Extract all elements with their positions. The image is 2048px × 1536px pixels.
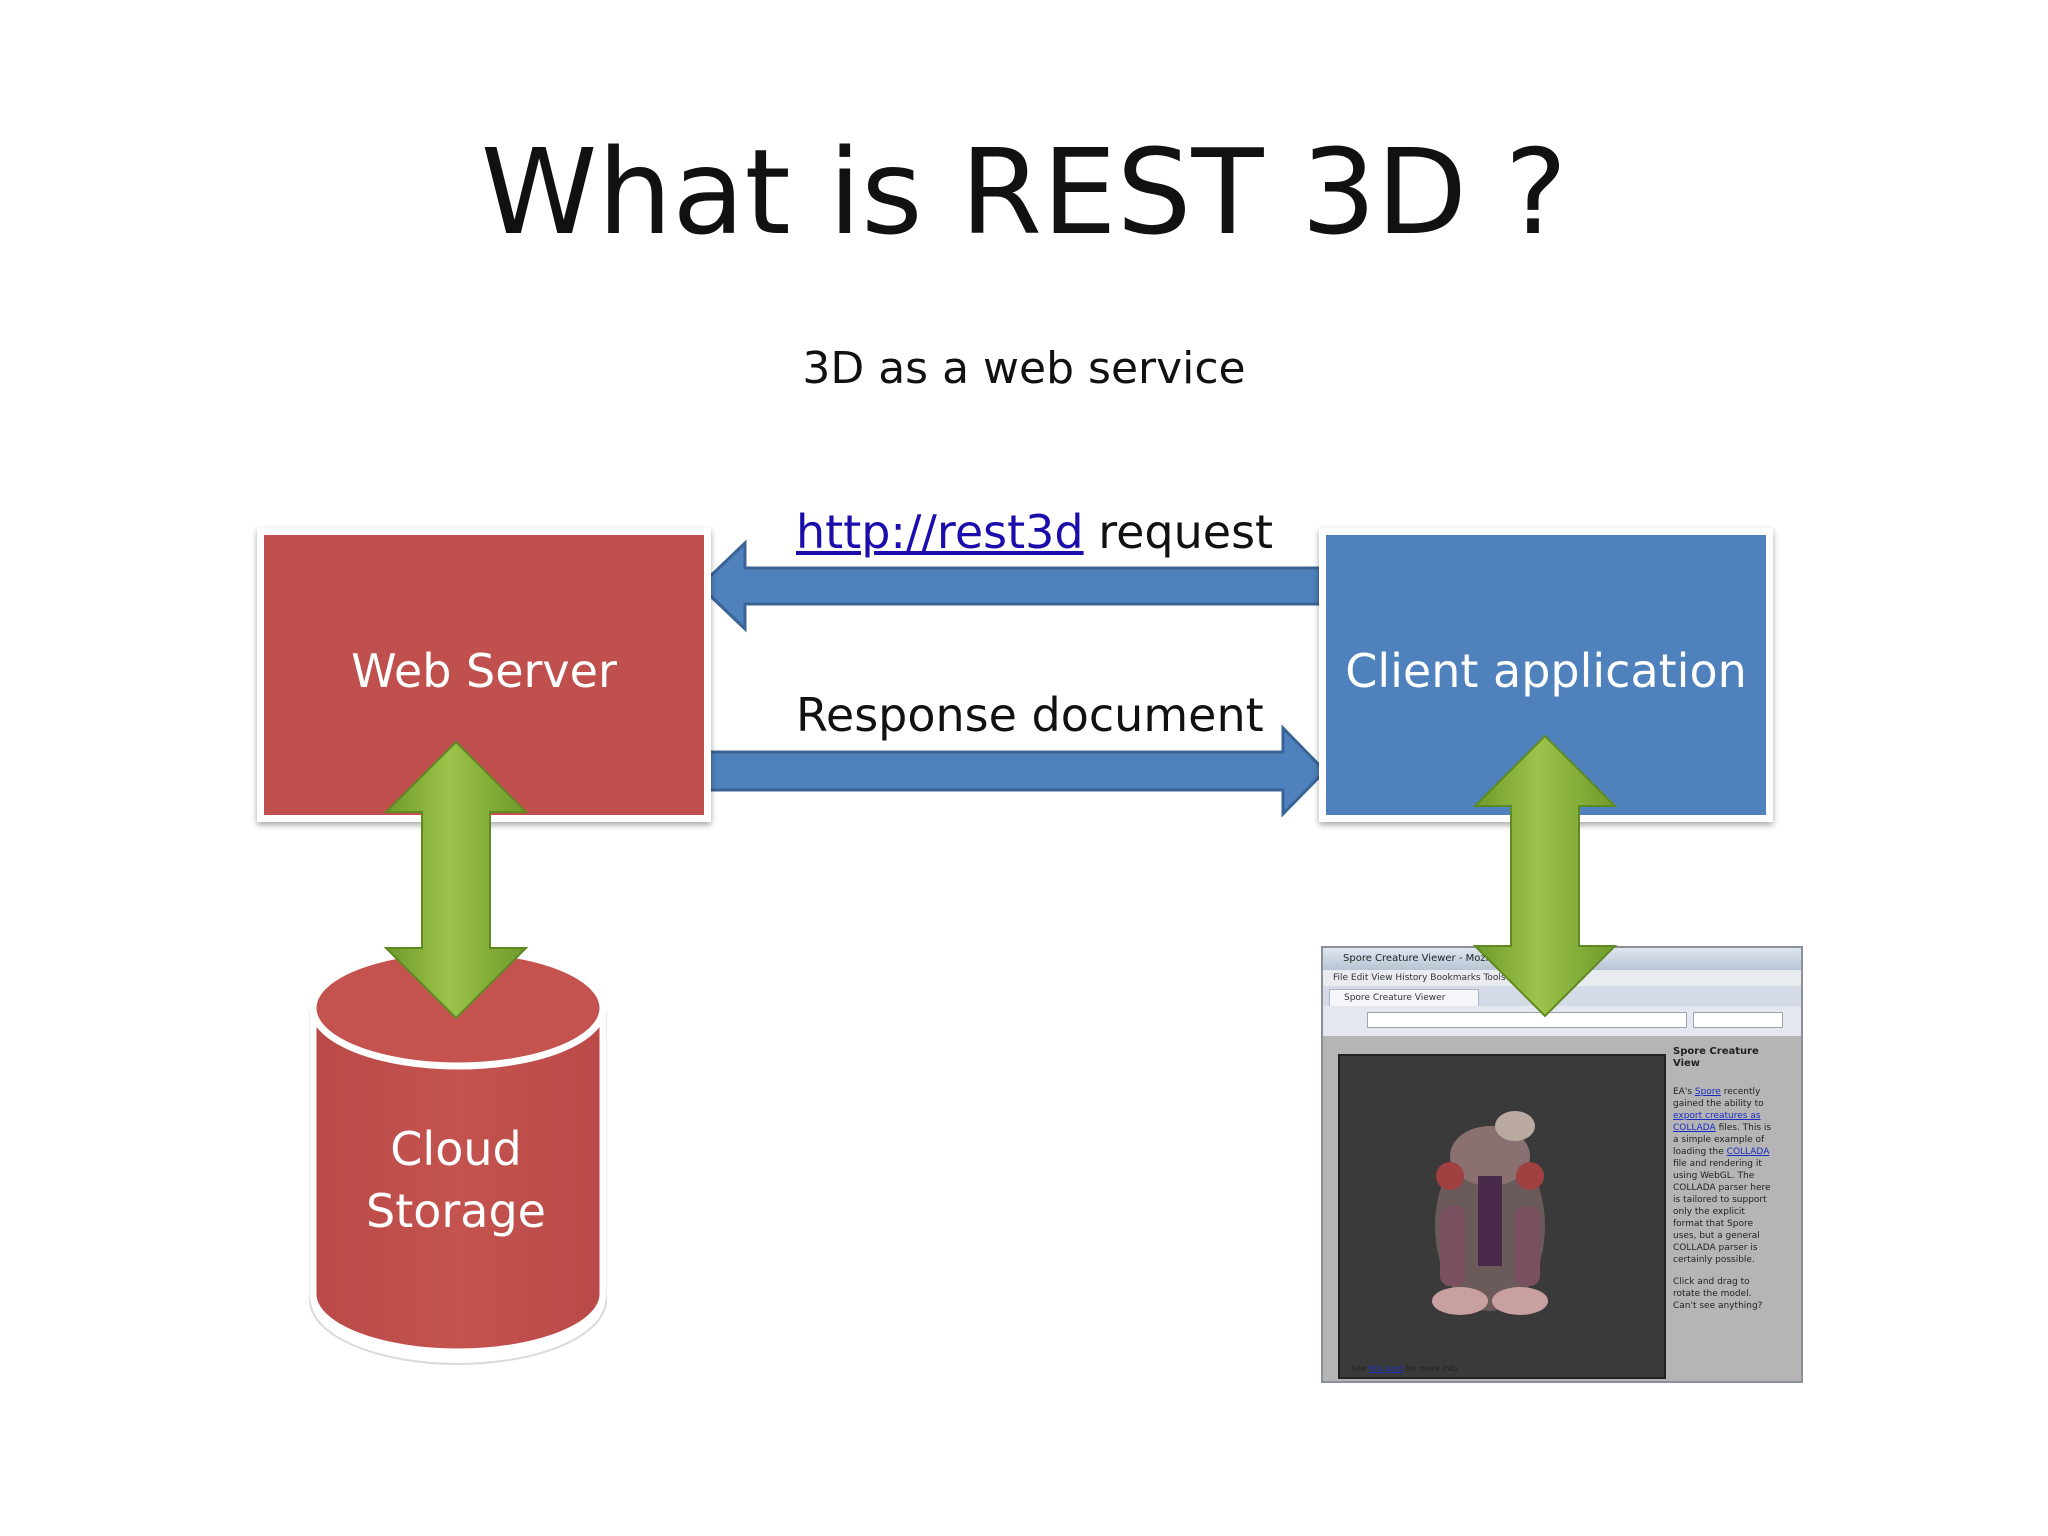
desc-text2: files. This is a simple example of loadi… xyxy=(1673,1123,1772,1157)
cloud-storage-line2: Storage xyxy=(366,1184,546,1238)
request-arrow xyxy=(697,539,1322,633)
search-bar xyxy=(1693,1012,1783,1028)
cloud-storage-line1: Cloud xyxy=(390,1122,522,1176)
screenshot-footer: See this post for more info xyxy=(1351,1364,1457,1373)
response-arrow xyxy=(706,724,1328,818)
slide-title: What is REST 3D ? xyxy=(480,123,1568,261)
tab-bar: Spore Creature Viewer xyxy=(1323,986,1801,1006)
footer-link[interactable]: this post xyxy=(1368,1364,1403,1373)
url-bar xyxy=(1367,1012,1687,1028)
request-label: http://rest3d request xyxy=(796,505,1273,559)
desc-text3: file and rendering it using WebGL. The C… xyxy=(1673,1159,1771,1265)
cloud-storage-cylinder xyxy=(309,946,607,1365)
server-storage-arrow xyxy=(383,740,529,1020)
export-link[interactable]: export creatures as COLLADA xyxy=(1673,1111,1761,1133)
desc-text1: recently gained the ability to xyxy=(1673,1087,1764,1109)
cloud-storage-label: Cloud Storage xyxy=(306,1118,606,1242)
webgl-viewer xyxy=(1338,1054,1666,1379)
collada-link[interactable]: COLLADA xyxy=(1726,1147,1770,1157)
footer-post: for more info xyxy=(1402,1364,1458,1373)
description-help: Click and drag to rotate the model. Can'… xyxy=(1673,1277,1763,1311)
browser-screenshot: Spore Creature Viewer - Mozilla Firefox … xyxy=(1321,946,1803,1383)
description-paragraph: EA's Spore recently gained the ability t… xyxy=(1673,1086,1773,1266)
response-label: Response document xyxy=(796,688,1264,742)
request-text: request xyxy=(1083,505,1274,559)
footer-pre: See xyxy=(1351,1364,1369,1373)
rest3d-link[interactable]: http://rest3d xyxy=(796,505,1084,559)
description-heading: Spore Creature View xyxy=(1673,1046,1759,1069)
page-content: Spore Creature View EA's Spore recently … xyxy=(1323,1036,1801,1381)
creature-model-icon xyxy=(1432,1111,1548,1315)
web-server-label: Web Server xyxy=(351,644,617,698)
client-application-label: Client application xyxy=(1345,644,1747,698)
slide-subtitle: 3D as a web service xyxy=(802,343,1246,394)
spore-link[interactable]: Spore xyxy=(1694,1087,1721,1097)
browser-tab: Spore Creature Viewer xyxy=(1329,989,1479,1006)
description-sidebar: Spore Creature View EA's Spore recently … xyxy=(1673,1046,1773,1312)
desc-intro: EA's xyxy=(1673,1087,1695,1097)
client-screenshot-arrow xyxy=(1472,734,1618,1018)
